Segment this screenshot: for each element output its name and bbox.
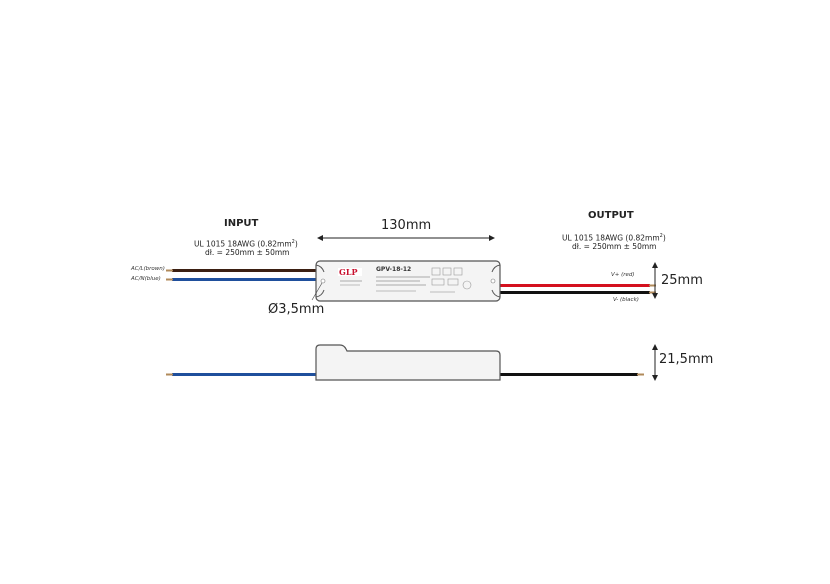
side-view (166, 344, 658, 381)
output-heading: OUTPUT (588, 210, 634, 221)
mount-notch-left-bottom (315, 289, 325, 298)
hole-leader-line (311, 282, 323, 301)
output-spec-cable: UL 1015 18AWG (0.82mm2) (562, 233, 666, 243)
wire-blue-label: AC/N(blue) (131, 276, 161, 282)
wire-blue-input (172, 278, 320, 281)
device-model-label: GPV-18-12 (376, 266, 412, 273)
input-spec-cable: UL 1015 18AWG (0.82mm2) (194, 239, 298, 249)
device-brand-logo: GLP (339, 267, 358, 277)
mount-notch-right-bottom (491, 289, 501, 298)
wire-blue-tip (166, 278, 173, 281)
wire-black-label: V- (black) (613, 297, 639, 303)
wire-blue-side (172, 373, 318, 376)
device-label-print (338, 267, 472, 293)
top-view (166, 235, 658, 302)
mount-notch-right-top (491, 264, 501, 273)
mount-hole-right (490, 278, 496, 284)
output-spec-length: dł. = 250mm ± 50mm (572, 242, 657, 251)
mount-notch-left-top (315, 264, 325, 273)
wire-red-label: V+ (red) (611, 272, 635, 278)
wire-black-output (498, 291, 650, 294)
input-heading: INPUT (224, 218, 259, 229)
mount-hole-left (320, 278, 326, 284)
length-dimension-label: 130mm (381, 218, 432, 233)
hole-dimension-label: Ø3,5mm (268, 302, 325, 317)
wire-black-side-tip (637, 373, 644, 376)
width-dimension-label: 25mm (661, 273, 703, 288)
wire-brown-input (172, 269, 320, 272)
input-spec-length: dł. = 250mm ± 50mm (205, 248, 290, 257)
wire-brown-label: AC/L(brown) (131, 266, 165, 272)
housing-side (315, 344, 501, 381)
height-dimension-label: 21,5mm (659, 352, 714, 367)
wire-brown-tip (166, 269, 173, 272)
wire-blue-side-tip (166, 373, 173, 376)
wire-black-side (498, 373, 638, 376)
wire-red-output (498, 284, 650, 287)
